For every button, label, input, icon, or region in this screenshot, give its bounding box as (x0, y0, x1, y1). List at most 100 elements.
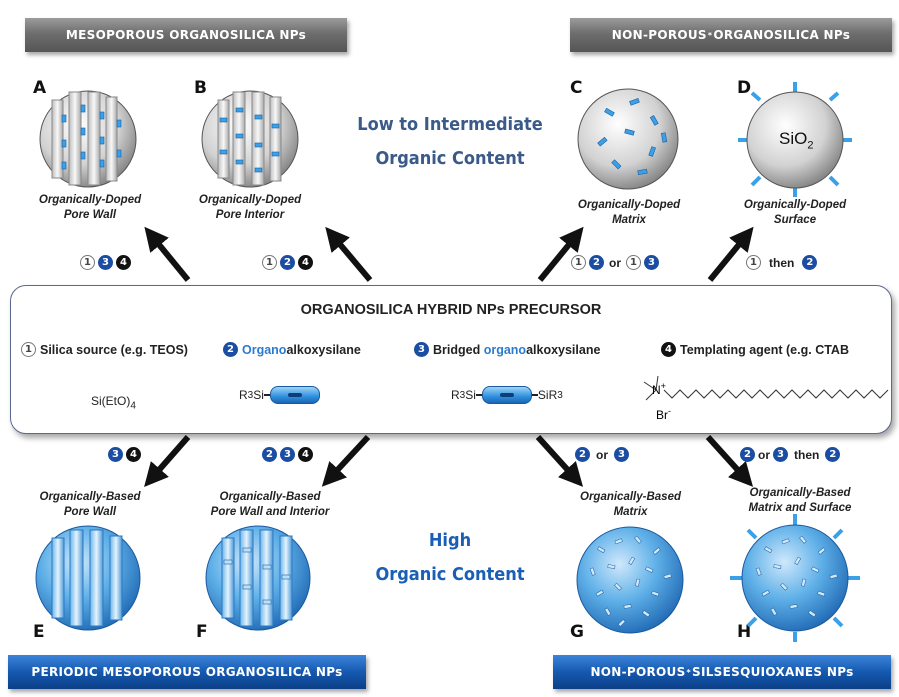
ctab-br-label: Br- (656, 406, 671, 422)
caption-d-line1: Organically-Doped (743, 199, 847, 211)
badge-2: 2 (223, 342, 238, 357)
route-g: 2 or 3 (575, 447, 629, 462)
bond-line (475, 394, 482, 396)
organic-content-high-line2: Organic Content (375, 564, 525, 585)
badge-3: 3 (644, 255, 659, 270)
arrows-top (144, 226, 754, 282)
sphere-g (576, 526, 684, 634)
caption-c-line1: Organically-Doped (577, 199, 681, 211)
label-d: D (737, 78, 752, 98)
header-nonporous-text-a: NON-POROUS (611, 28, 707, 42)
badge-2: 2 (280, 255, 295, 270)
header-periodic-text: PERIODIC MESOPOROUS ORGANOSILICA NPs (31, 665, 343, 679)
formula2-si: Si (253, 388, 264, 402)
ctab-chain-icon (643, 375, 889, 401)
badge-3: 3 (614, 447, 629, 462)
formula2-sub: 3 (247, 389, 254, 401)
route-e: 3 4 (108, 447, 141, 462)
formula-teos-main: Si(EtO) (91, 394, 131, 408)
sio2-subscript: 2 (807, 139, 814, 152)
label-f: F (196, 622, 208, 642)
header-nonporous-silsesquioxanes: NON-POROUS*SILSESQUIOXANES NPs (553, 655, 891, 689)
badge-4: 4 (116, 255, 131, 270)
header-star-2: * (686, 667, 692, 677)
badge-2: 2 (740, 447, 755, 462)
organic-content-low-line1: Low to Intermediate (357, 114, 543, 135)
precursor-panel: ORGANOSILICA HYBRID NPs PRECURSOR 1 Sili… (10, 285, 892, 434)
badge-1: 1 (626, 255, 641, 270)
header-nonporous-text-b: ORGANOSILICA NPs (713, 28, 851, 42)
organic-content-low: Low to Intermediate Organic Content (340, 108, 560, 176)
header-star: * (707, 30, 713, 40)
organo-highlight-2: organo (483, 342, 527, 357)
bond-line (263, 394, 270, 396)
sphere-f (205, 525, 311, 631)
caption-g-line2: Matrix (613, 506, 648, 518)
ctab-minus: - (668, 406, 671, 416)
badge-4: 4 (126, 447, 141, 462)
label-a: A (33, 78, 47, 98)
legend-silica-source: 1 Silica source (e.g. TEOS) (21, 342, 188, 357)
sphere-c (577, 88, 679, 190)
sio2-label: SiO2 (779, 129, 813, 151)
or-text: or (758, 447, 770, 462)
ctab-br: Br (656, 408, 668, 422)
badge-1: 1 (571, 255, 586, 270)
caption-b-line2: Pore Interior (215, 209, 285, 221)
sphere-h (730, 514, 860, 642)
caption-h-line1: Organically-Based (749, 487, 851, 499)
legend-bridged-text: Bridged organoalkoxysilane (433, 343, 600, 357)
legend-templating-agent: 4 Templating agent (e.g. CTAB (661, 342, 849, 357)
ctab-plus: + (660, 381, 666, 391)
badge-1: 1 (262, 255, 277, 270)
or-text: or (596, 447, 608, 462)
bond-line (531, 394, 538, 396)
header-nonporous-organosilica: NON-POROUS*ORGANOSILICA NPs (570, 18, 892, 52)
caption-e: Organically-Based Pore Wall (30, 490, 150, 520)
header-silsesq-text-b: SILSESQUIOXANES NPs (692, 665, 854, 679)
sio2-text: SiO (779, 129, 808, 148)
organic-group-icon (269, 386, 320, 404)
caption-a-line1: Organically-Doped (38, 194, 142, 206)
header-periodic-mesoporous: PERIODIC MESOPOROUS ORGANOSILICA NPs (8, 655, 366, 689)
label-h: H (737, 622, 752, 642)
caption-e-line1: Organically-Based (39, 491, 141, 503)
sphere-a (39, 90, 137, 188)
legend-organo-post: alkoxysilane (286, 342, 361, 357)
header-mesoporous: MESOPOROUS ORGANOSILICA NPs (25, 18, 347, 52)
header-mesoporous-text: MESOPOROUS ORGANOSILICA NPs (65, 28, 307, 42)
legend-template-text: Templating agent (e.g. CTAB (680, 342, 849, 357)
formula2-r: R (239, 388, 248, 402)
caption-f: Organically-Based Pore Wall and Interior (190, 490, 350, 520)
legend-organo-text: Organoalkoxysilane (242, 343, 361, 357)
formula-teos: Si(EtO)4 (91, 394, 136, 411)
ctab-n: N (652, 383, 661, 397)
badge-3: 3 (108, 447, 123, 462)
caption-h: Organically-Based Matrix and Surface (735, 486, 865, 516)
badge-2: 2 (589, 255, 604, 270)
caption-e-line2: Pore Wall (63, 506, 117, 518)
badge-4: 4 (661, 342, 676, 357)
formula3-sub: 3 (459, 389, 466, 401)
caption-d-line2: Surface (773, 214, 817, 226)
organic-content-high-line1: High (428, 530, 472, 551)
formula3-si: Si (465, 388, 476, 402)
label-b: B (194, 78, 207, 98)
sphere-b (201, 90, 299, 188)
route-a: 1 3 4 (80, 255, 131, 270)
route-h: 2 or 3 then 2 (740, 447, 841, 462)
header-silsesq-text-a: NON-POROUS (590, 665, 686, 679)
badge-4: 4 (298, 255, 313, 270)
caption-h-line2: Matrix and Surface (748, 502, 852, 514)
legend-silica-text: Silica source (e.g. TEOS) (40, 342, 188, 357)
badge-2: 2 (575, 447, 590, 462)
route-d: 1 then 2 (746, 255, 818, 270)
legend-bridged-post: alkoxysilane (526, 342, 601, 357)
then-text: then (769, 255, 795, 270)
precursor-title: ORGANOSILICA HYBRID NPs PRECURSOR (300, 302, 602, 318)
badge-2: 2 (825, 447, 841, 462)
caption-a: Organically-Doped Pore Wall (30, 193, 150, 223)
